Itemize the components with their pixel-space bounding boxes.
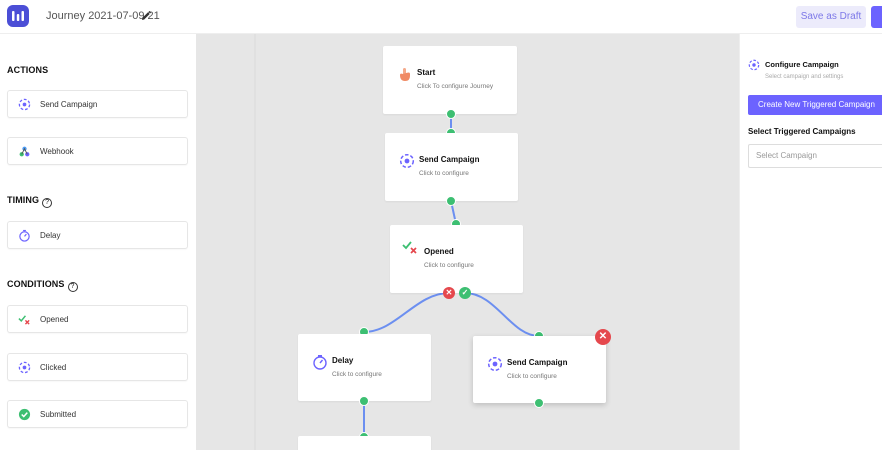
no-branch-badge[interactable]: ✕ <box>443 287 455 299</box>
timing-section-title: TIMING? <box>7 195 53 208</box>
timer-icon <box>312 354 328 370</box>
sidebar-item-label: Webhook <box>40 147 74 156</box>
sidebar-item-label: Clicked <box>40 363 67 372</box>
node-send-campaign-selected[interactable]: Send Campaign Click to configure <box>473 336 606 403</box>
node-subtitle: Click to configure <box>332 371 382 378</box>
yes-branch-badge[interactable]: ✓ <box>459 287 471 299</box>
sidebar-item-clicked[interactable]: Clicked <box>7 353 188 381</box>
node-next-partial[interactable] <box>298 436 431 450</box>
opened-icon <box>402 239 418 255</box>
create-triggered-campaign-button[interactable]: Create New Triggered Campaign <box>748 95 882 115</box>
save-as-draft-button[interactable]: Save as Draft <box>796 6 866 28</box>
sidebar-item-label: Delay <box>40 231 61 240</box>
sidebar-item-label: Opened <box>40 315 69 324</box>
config-panel-subtitle: Select campaign and settings <box>765 74 844 80</box>
connector-out[interactable] <box>446 196 456 206</box>
node-subtitle: Click to configure <box>507 373 557 380</box>
send-campaign-icon <box>18 98 31 111</box>
app-logo-icon[interactable] <box>7 5 29 27</box>
webhook-icon <box>18 145 31 158</box>
node-send-campaign[interactable]: Send Campaign Click to configure <box>385 133 518 201</box>
node-title: Send Campaign <box>419 155 480 164</box>
node-subtitle: Click To configure Journey <box>417 83 494 90</box>
node-title: Opened <box>424 247 454 256</box>
hand-pointer-icon <box>397 66 413 82</box>
sidebar-item-opened[interactable]: Opened <box>7 305 188 333</box>
node-title: Delay <box>332 356 354 365</box>
journey-canvas[interactable]: Start Click To configure Journey Send Ca… <box>196 34 739 450</box>
top-header: Journey 2021-07-09 21 Save as Draft <box>0 0 882 34</box>
left-sidebar: ACTIONS Send Campaign Webhook TIMING? <box>0 34 196 450</box>
connector-out[interactable] <box>359 396 369 406</box>
send-campaign-icon <box>399 153 415 169</box>
timer-icon <box>18 229 31 242</box>
sidebar-item-label: Send Campaign <box>40 100 98 109</box>
help-icon[interactable]: ? <box>42 198 53 208</box>
node-title: Start <box>417 68 436 77</box>
sidebar-item-delay[interactable]: Delay <box>7 221 188 249</box>
node-title: Send Campaign <box>507 358 568 367</box>
journey-title: Journey 2021-07-09 21 <box>46 10 160 22</box>
send-campaign-icon <box>748 58 760 71</box>
connector-out[interactable] <box>446 109 456 119</box>
node-start[interactable]: Start Click To configure Journey <box>383 46 517 114</box>
config-panel-title: Configure Campaign <box>765 60 839 69</box>
node-opened[interactable]: Opened Click to configure <box>390 225 523 293</box>
sidebar-item-label: Submitted <box>40 410 77 419</box>
connector-out[interactable] <box>534 398 544 408</box>
actions-section-title: ACTIONS <box>7 65 49 75</box>
submitted-icon <box>18 408 31 421</box>
send-campaign-icon <box>487 356 503 372</box>
opened-icon <box>18 313 31 326</box>
conditions-section-title: CONDITIONS? <box>7 279 78 292</box>
sidebar-item-submitted[interactable]: Submitted <box>7 400 188 428</box>
edit-pencil-icon[interactable] <box>140 9 152 21</box>
wire-opened-delay <box>363 292 450 333</box>
select-campaigns-label: Select Triggered Campaigns <box>748 127 856 136</box>
node-subtitle: Click to configure <box>424 262 474 269</box>
connection-wires <box>254 34 540 450</box>
sidebar-item-webhook[interactable]: Webhook <box>7 137 188 165</box>
clicked-icon <box>18 361 31 374</box>
node-delay[interactable]: Delay Click to configure <box>298 334 431 401</box>
publish-button[interactable] <box>871 6 882 28</box>
remove-node-button[interactable]: ✕ <box>595 329 611 345</box>
node-subtitle: Click to configure <box>419 170 469 177</box>
wire-opened-send2 <box>464 292 540 337</box>
sidebar-item-send-campaign[interactable]: Send Campaign <box>7 90 188 118</box>
select-campaign-dropdown[interactable]: Select Campaign <box>748 144 882 168</box>
help-icon[interactable]: ? <box>67 282 78 292</box>
config-panel: Configure Campaign Select campaign and s… <box>739 34 882 450</box>
